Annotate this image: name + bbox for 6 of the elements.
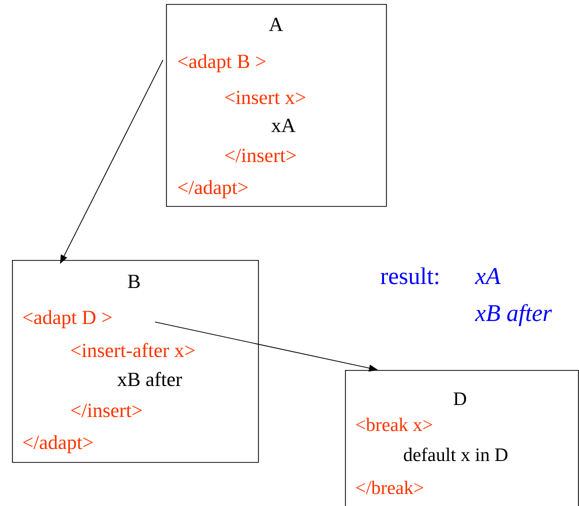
- result-text: result:: [380, 267, 438, 284]
- result-text: xA: [474, 268, 501, 284]
- code-box: A <adapt B > <insert x> xA </insert> </adapt>: [166, 4, 387, 207]
- result-text: xB after: [474, 304, 552, 326]
- code-box: D <break x> default x in D </break>: [345, 370, 579, 506]
- code-box: B <adapt D > <insert-after x> xB after </insert> </adapt>: [12, 260, 259, 463]
